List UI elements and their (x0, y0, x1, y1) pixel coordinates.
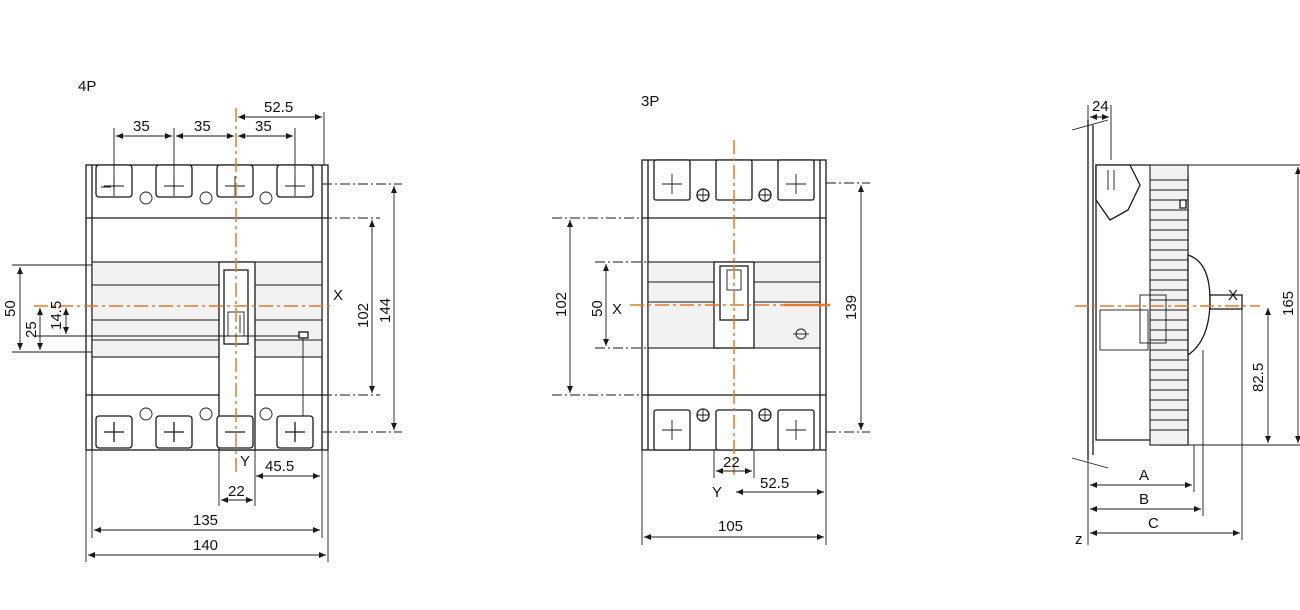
dim-4p-h-144: 144 (377, 298, 394, 323)
dim-4p-right-bottom: 45.5 (265, 458, 294, 475)
axis-y-4p: Y (240, 453, 250, 470)
axis-x-3p: X (612, 301, 622, 318)
view-3p: 3P (552, 93, 870, 545)
view-label-4p: 4P (78, 78, 96, 95)
dims-left-4p: 50 25 14.5 (2, 264, 300, 353)
dims-left-3p: 102 50 (552, 217, 648, 396)
dim-4p-h-25: 25 (23, 321, 40, 338)
dims-right-4p: 102 144 (322, 183, 402, 433)
dims-top-4p: 35 35 35 52.5 (113, 99, 325, 190)
view-label-3p: 3P (641, 93, 659, 110)
dim-side-a: A (1139, 467, 1149, 484)
breaker-side-outline (1071, 119, 1243, 469)
dims-bottom-4p: 45.5 22 135 140 (85, 450, 329, 562)
view-side: X 24 165 82.5 A B C (1071, 98, 1300, 548)
dims-bottom-side: A B C z (1075, 309, 1243, 548)
dim-3p-right-offset: 52.5 (760, 475, 789, 492)
dim-3p-h-139: 139 (843, 295, 860, 320)
dim-4p-handle-width: 22 (228, 483, 245, 500)
dim-side-h-82-5: 82.5 (1250, 363, 1267, 392)
dim-4p-h-14-5: 14.5 (48, 301, 65, 330)
dim-4p-pitch-3: 35 (255, 118, 272, 135)
dim-4p-h-102: 102 (355, 303, 372, 328)
axis-z-side: z (1075, 531, 1083, 548)
dim-side-h-165: 165 (1280, 291, 1297, 316)
dim-4p-body-width: 135 (193, 512, 218, 529)
dim-3p-handle-width: 22 (723, 454, 740, 471)
dim-side-c: C (1148, 515, 1159, 532)
axis-x-4p: X (333, 287, 343, 304)
breaker-outline-4p (85, 164, 329, 451)
dim-3p-h-50: 50 (589, 300, 606, 317)
dim-4p-pitch-1: 35 (133, 118, 150, 135)
dims-right-side: 165 82.5 (1188, 164, 1300, 446)
dim-4p-right-offset: 52.5 (264, 99, 293, 116)
dim-3p-h-102: 102 (553, 292, 570, 317)
terminals-bottom-4p (95, 407, 314, 449)
view-4p: 4P (2, 78, 402, 562)
dim-side-top-24: 24 (1092, 98, 1109, 115)
dims-bottom-3p: 22 52.5 105 (641, 450, 827, 545)
dim-4p-overall-width: 140 (193, 537, 218, 554)
dims-top-side: 24 (1087, 98, 1112, 160)
dim-side-b: B (1139, 491, 1149, 508)
dim-4p-pitch-2: 35 (194, 118, 211, 135)
dims-right-3p: 139 (826, 182, 870, 433)
axis-x-side: X (1228, 287, 1238, 304)
axis-y-3p: Y (712, 484, 722, 501)
dim-4p-h-50: 50 (2, 300, 19, 317)
terminals-top-3p (653, 159, 815, 202)
dim-3p-overall-width: 105 (718, 518, 743, 535)
